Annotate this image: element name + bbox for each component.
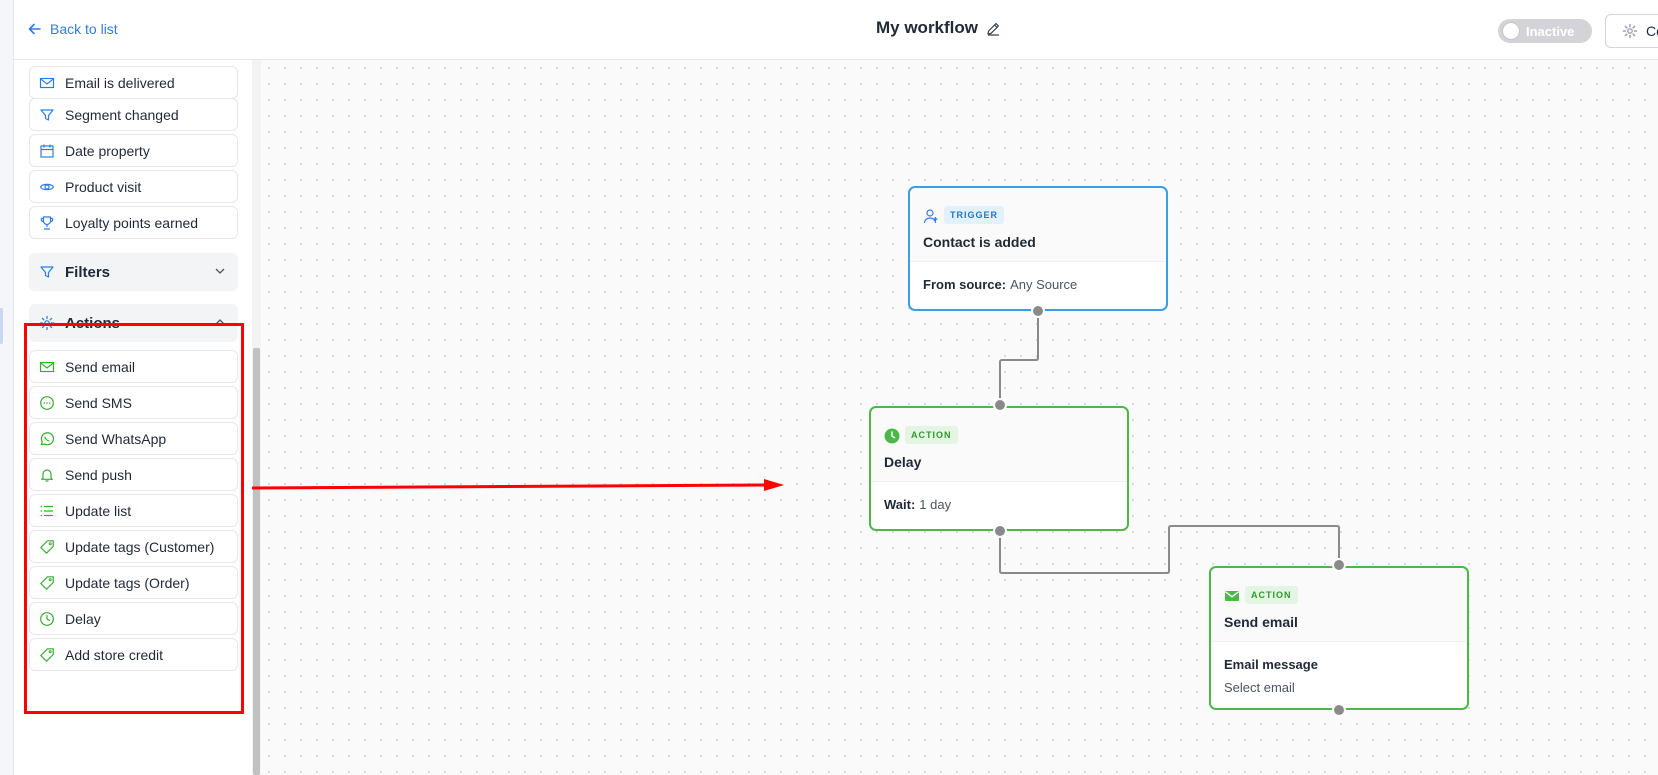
action-node-delay[interactable]: ACTION Delay Wait:1 day	[869, 406, 1129, 531]
active-status-toggle[interactable]: Inactive	[1498, 19, 1592, 43]
sidebar-item-send-push[interactable]: Send push	[29, 458, 238, 491]
node-body: From source:Any Source	[910, 262, 1166, 292]
node-field-label: From source:	[923, 277, 1007, 292]
sidebar-item-label: Date property	[65, 142, 150, 159]
back-to-list-label: Back to list	[50, 21, 118, 37]
sidebar-item-label: Send email	[65, 358, 136, 375]
funnel-icon	[40, 266, 54, 278]
list-icon	[40, 505, 53, 516]
sidebar-item-segment-changed[interactable]: Segment changed	[29, 98, 238, 131]
envelope-icon	[39, 77, 55, 88]
node-field-value: Select email	[1224, 680, 1295, 695]
sidebar-item-send-sms[interactable]: Send SMS	[29, 386, 238, 419]
sidebar-item-label: Product visit	[65, 178, 142, 195]
sidebar-item-product-visit[interactable]: Product visit	[29, 170, 238, 203]
node-type-badge: ACTION	[1245, 586, 1298, 604]
eye-icon	[39, 183, 55, 190]
top-header: Back to list My workflow Inactive Config…	[14, 0, 1658, 60]
node-header: ACTION Delay	[871, 408, 1127, 482]
tag-icon	[40, 575, 54, 590]
trigger-node-contact-added[interactable]: TRIGGER Contact is added From source:Any…	[908, 186, 1168, 311]
sidebar-item-update-list[interactable]: Update list	[29, 494, 238, 527]
back-to-list-link[interactable]: Back to list	[28, 21, 118, 37]
sidebar-item-label: Send WhatsApp	[65, 430, 167, 447]
sidebar-item-send-email[interactable]: Send email	[29, 350, 238, 383]
node-type-badge: TRIGGER	[944, 206, 1005, 224]
node-field-label: Email message	[1224, 657, 1318, 672]
delay-output-port[interactable]	[993, 524, 1007, 538]
connector-trigger-to-delay	[999, 310, 1039, 405]
email-output-port[interactable]	[1332, 703, 1346, 717]
node-title: Contact is added	[923, 234, 1036, 250]
sidebar-item-date-property[interactable]: Date property	[29, 134, 238, 167]
sidebar-item-add-store-credit[interactable]: Add store credit	[29, 638, 238, 671]
arrow-left-icon	[28, 23, 41, 35]
sidebar-item-delay[interactable]: Delay	[29, 602, 238, 635]
trophy-icon	[40, 215, 54, 230]
sidebar-item-label: Update tags (Customer)	[65, 538, 215, 555]
node-field-value: 1 day	[919, 497, 952, 512]
trigger-output-port[interactable]	[1031, 304, 1045, 318]
workflow-canvas[interactable]: TRIGGER Contact is added From source:Any…	[261, 60, 1658, 775]
edge-tab-indicator[interactable]	[0, 308, 3, 344]
toggle-knob	[1502, 22, 1520, 40]
whatsapp-icon	[40, 431, 55, 445]
status-label: Inactive	[1526, 23, 1575, 39]
envelope-icon	[1225, 591, 1239, 601]
sidebar-item-label: Update list	[65, 502, 132, 519]
node-title: Send email	[1224, 614, 1298, 630]
gear-icon	[1622, 23, 1638, 39]
page-title: My workflow	[876, 18, 979, 37]
tag-icon	[40, 539, 54, 554]
node-body: Wait:1 day	[871, 482, 1127, 512]
node-header: ACTION Send email	[1211, 568, 1467, 642]
sidebar-item-label: Add store credit	[65, 646, 164, 663]
sidebar-item-update-tags-customer[interactable]: Update tags (Customer)	[29, 530, 238, 563]
chevron-down-icon	[215, 268, 225, 274]
sidebar-item-label: Loyalty points earned	[65, 214, 199, 231]
envelope-icon	[39, 361, 55, 372]
bell-icon	[41, 468, 53, 482]
user-plus-icon	[923, 209, 938, 224]
email-input-port[interactable]	[1332, 558, 1346, 572]
sidebar-item-label: Send SMS	[65, 394, 132, 411]
sidebar-scrollbar-thumb[interactable]	[253, 348, 260, 775]
sidebar-item-send-whatsapp[interactable]: Send WhatsApp	[29, 422, 238, 455]
configure-button[interactable]: Configure	[1605, 14, 1658, 48]
sidebar-item-update-tags-order[interactable]: Update tags (Order)	[29, 566, 238, 599]
clock-icon	[40, 611, 54, 626]
node-library-sidebar: Email is delivered Segment changed Date …	[15, 60, 261, 775]
node-type-badge: ACTION	[905, 426, 958, 444]
left-edge-strip	[0, 0, 14, 775]
calendar-icon	[40, 144, 54, 158]
sidebar-item-email-delivered[interactable]: Email is delivered	[29, 66, 238, 99]
sidebar-item-label: Segment changed	[65, 106, 179, 123]
tag-icon	[40, 647, 54, 662]
configure-label: Configure	[1646, 23, 1658, 39]
chevron-up-icon	[215, 319, 225, 325]
filters-section-label: Filters	[65, 263, 111, 281]
sidebar-item-label: Send push	[65, 466, 132, 483]
node-connectors	[999, 310, 1340, 574]
sidebar-item-loyalty-points[interactable]: Loyalty points earned	[29, 206, 238, 239]
clock-icon	[884, 428, 900, 444]
delay-input-port[interactable]	[993, 398, 1007, 412]
node-body: Email message Select email	[1211, 642, 1467, 695]
workflow-title-area: My workflow	[876, 18, 1001, 38]
node-header: TRIGGER Contact is added	[910, 188, 1166, 262]
node-field-label: Wait:	[884, 497, 916, 512]
filters-section-header[interactable]: Filters	[29, 253, 238, 291]
connector-delay-to-email	[999, 525, 1340, 574]
funnel-icon	[40, 108, 54, 121]
chat-bubble-icon	[40, 395, 54, 410]
pencil-edit-icon[interactable]	[986, 21, 1001, 36]
node-field-value: Any Source	[1010, 277, 1078, 292]
sidebar-item-label: Delay	[65, 610, 101, 627]
node-title: Delay	[884, 454, 922, 470]
sidebar-item-label: Update tags (Order)	[65, 574, 190, 591]
sidebar-item-label: Email is delivered	[65, 74, 175, 91]
